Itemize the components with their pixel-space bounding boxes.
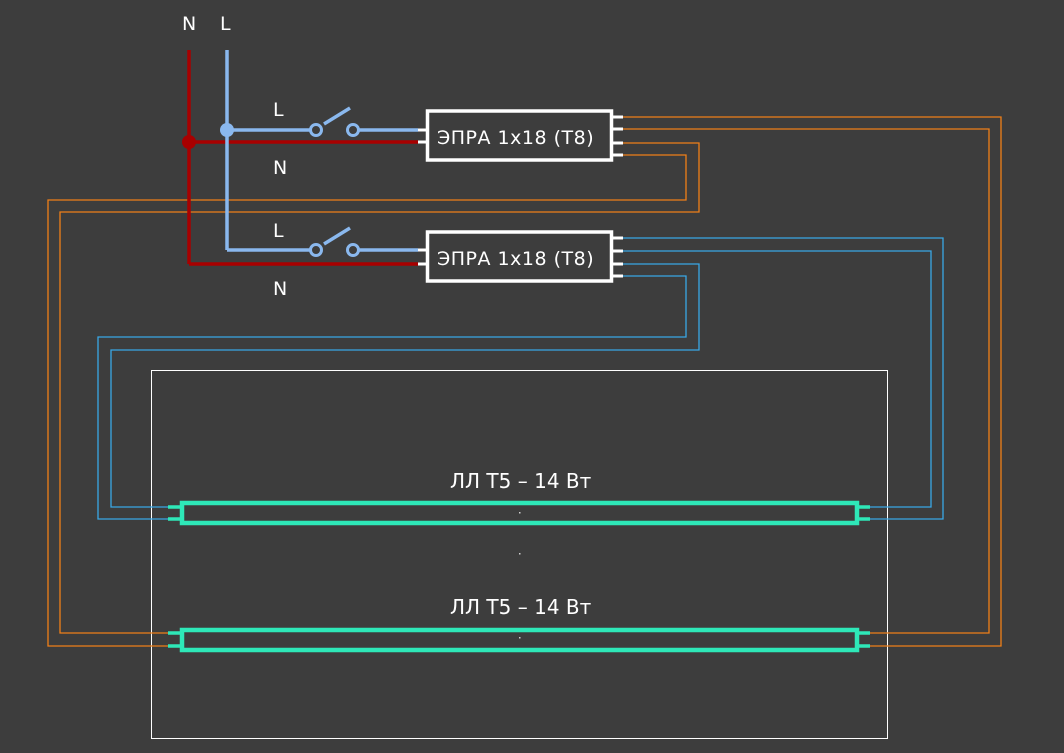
neutral-wires — [187, 50, 418, 266]
neutral-supply-label: N — [182, 13, 196, 35]
ballast2-wiring — [97, 237, 944, 520]
neutral-junction-dot — [182, 135, 196, 149]
switch-2-neutral-label: N — [273, 278, 287, 300]
lamp-2-label: ЛЛ Т5 – 14 Вт — [450, 595, 592, 619]
switch-1-neutral-label: N — [273, 157, 287, 179]
line-junction-dot — [220, 123, 234, 137]
luminaire-housing — [151, 370, 888, 739]
switch-2 — [309, 243, 360, 257]
lamp-1: ЛЛ Т5 – 14 Вт — [168, 469, 870, 526]
switch-1 — [309, 123, 360, 137]
lamp-2: ЛЛ Т5 – 14 Вт — [168, 595, 870, 653]
line-wires — [225, 50, 418, 252]
center-marks — [519, 512, 521, 639]
ballast-1: ЭПРА 1х18 (Т8) — [418, 109, 623, 162]
switch-2-line-label: L — [273, 220, 284, 242]
ballast-2: ЭПРА 1х18 (Т8) — [418, 230, 623, 283]
ballast-2-label: ЭПРА 1х18 (Т8) — [437, 248, 594, 270]
lamp-1-label: ЛЛ Т5 – 14 Вт — [450, 469, 592, 493]
ballast1-wiring — [47, 116, 1002, 647]
ballast-1-label: ЭПРА 1х18 (Т8) — [437, 127, 594, 149]
line-supply-label: L — [220, 13, 231, 35]
switch-1-line-label: L — [273, 99, 284, 121]
